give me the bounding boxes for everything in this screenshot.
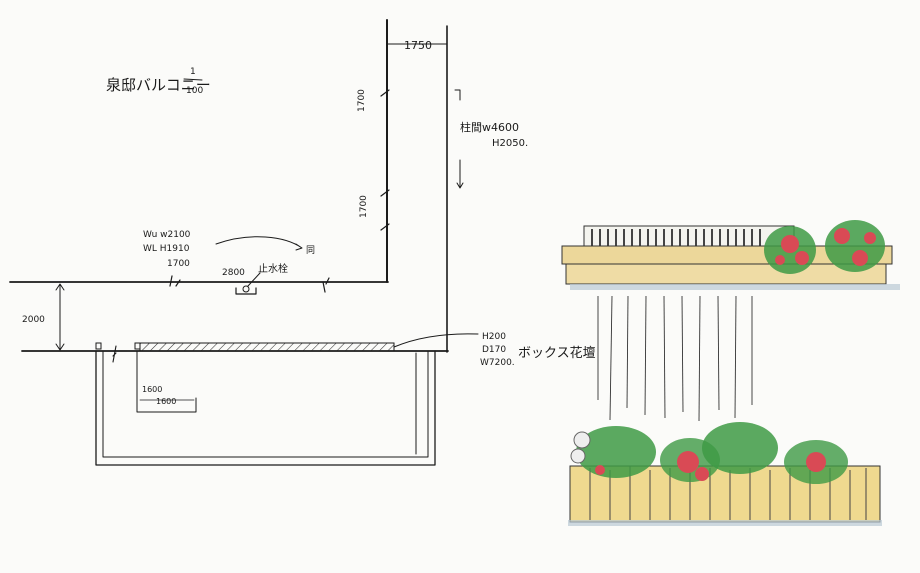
vertical-dimension-a: 1700 [357, 89, 367, 112]
lower-planting [570, 422, 848, 484]
faucet-box [235, 287, 257, 295]
column-span-arrow-bottom [456, 159, 464, 189]
column-span-label: 柱間w4600 [460, 120, 519, 134]
lower-tick-mark [112, 345, 117, 363]
floor-plan: 1750 1700 1700 柱間w4600 H2050. Wu w2100 W… [9, 19, 596, 466]
faucet-label: 止水栓 [258, 262, 288, 275]
planter-width-label: W7200. [480, 358, 515, 368]
sub-box-height: 1600 [142, 385, 162, 394]
scale-fraction-bar [183, 78, 203, 81]
planter-height-label: H200 [482, 332, 506, 342]
balcony-outline-outer [95, 350, 436, 466]
planter-depth-label: D170 [482, 345, 506, 355]
planter-end-post [134, 342, 141, 350]
column-height-label: H2050. [492, 138, 528, 149]
window-width-label: Wu w2100 [143, 230, 191, 240]
position-dimension: 2800 [222, 268, 245, 278]
faucet-leader-line [247, 272, 261, 287]
vertical-tick-marks [380, 89, 390, 231]
spacing-dimension-arrows [55, 283, 65, 351]
spacing-dimension: 2000 [22, 315, 45, 325]
vertical-dimension-b: 1700 [359, 195, 369, 218]
scale-numerator: 1 [190, 67, 196, 77]
scale-denominator: 100 [186, 86, 203, 96]
curtain-lines [597, 295, 753, 422]
balcony-outline-inner [102, 350, 429, 458]
sub-box-width: 1600 [156, 397, 176, 406]
railing-balusters [591, 229, 761, 246]
sub-box-outline [136, 350, 197, 413]
drawing-title: 泉邸バルコニー [106, 76, 211, 94]
window-target-label: 同 [306, 245, 315, 256]
window-pointer-arrow [215, 236, 303, 251]
faucet-icon [242, 285, 250, 293]
horizontal-dimension: 1700 [167, 259, 190, 269]
horizontal-tick-marks [169, 275, 330, 293]
slab-shadow [570, 284, 900, 290]
planter-name-label: ボックス花壇 [518, 345, 596, 361]
top-width-dimension: 1750 [404, 39, 432, 52]
planter-leader-line [393, 333, 479, 348]
wall-end-post [95, 342, 102, 350]
window-height-label: WL H1910 [143, 244, 190, 254]
planter-hatched-strip [139, 342, 395, 352]
elevation-sketch [561, 220, 900, 526]
upper-flower-planting [764, 220, 885, 274]
column-span-arrow-top [454, 89, 461, 101]
